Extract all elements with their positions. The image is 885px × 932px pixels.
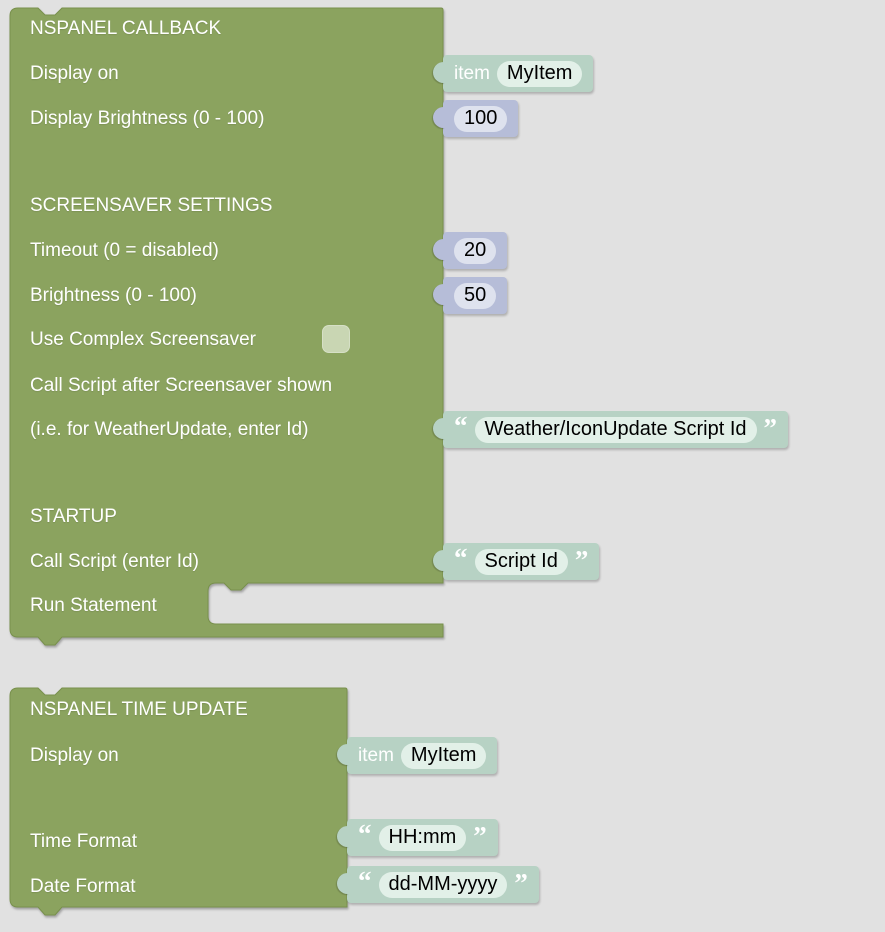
date-format-field[interactable]: dd-MM-yyyy [378,871,508,898]
open-quote-icon: “ [454,542,468,573]
close-quote-icon: ” [473,820,487,851]
close-quote-icon: ” [574,544,589,575]
display-on-item-block[interactable]: item MyItem [432,55,594,92]
display-on-item-field[interactable]: MyItem [496,60,583,87]
display-brightness-number-block[interactable]: 100 [432,100,519,137]
date-format-label: Date Format [30,876,136,897]
startup-script-field[interactable]: Script Id [474,548,568,575]
time-format-label: Time Format [30,831,137,852]
time-update-item-field[interactable]: MyItem [400,742,487,769]
use-complex-screensaver-checkbox[interactable] [322,325,350,353]
timeout-number-block[interactable]: 20 [432,232,508,269]
display-brightness-field[interactable]: 100 [454,105,508,132]
time-format-string-block[interactable]: “ HH:mm ” [337,818,498,856]
call-script-after-label-line1: Call Script after Screensaver shown [30,375,333,396]
screensaver-settings-heading: SCREENSAVER SETTINGS [30,195,273,216]
display-on-label: Display on [30,63,119,84]
time-update-title: NSPANEL TIME UPDATE [30,699,248,720]
use-complex-screensaver-label: Use Complex Screensaver [30,329,256,350]
run-statement-label: Run Statement [30,595,157,616]
call-script-label: Call Script (enter Id) [30,551,199,572]
brightness-number-block[interactable]: 50 [432,277,508,314]
screensaver-script-field[interactable]: Weather/IconUpdate Script Id [474,416,757,443]
timeout-label: Timeout (0 = disabled) [30,240,219,261]
display-on-label-2: Display on [30,745,119,766]
callback-title: NSPANEL CALLBACK [30,18,222,39]
startup-heading: STARTUP [30,506,117,527]
nspanel-callback-block[interactable] [9,7,444,656]
timeout-field[interactable]: 20 [454,237,497,264]
display-brightness-label: Display Brightness (0 - 100) [30,108,265,129]
close-quote-icon: ” [763,412,778,443]
brightness-field[interactable]: 50 [454,282,497,309]
date-format-string-block[interactable]: “ dd-MM-yyyy ” [337,865,539,903]
item-prefix-label: item [358,744,394,766]
call-script-after-label-line2: (i.e. for WeatherUpdate, enter Id) [30,419,309,440]
close-quote-icon: ” [514,867,528,898]
open-quote-icon: “ [358,865,372,896]
time-update-item-block[interactable]: item MyItem [336,737,498,774]
screensaver-script-string-block[interactable]: “ Weather/IconUpdate Script Id ” [433,410,788,448]
startup-script-string-block[interactable]: “ Script Id ” [432,542,600,580]
time-format-field[interactable]: HH:mm [378,824,467,851]
item-prefix-label: item [454,62,490,84]
open-quote-icon: “ [358,818,372,849]
brightness-label: Brightness (0 - 100) [30,285,197,306]
nspanel-time-update-block[interactable] [9,687,348,922]
open-quote-icon: “ [454,410,468,441]
